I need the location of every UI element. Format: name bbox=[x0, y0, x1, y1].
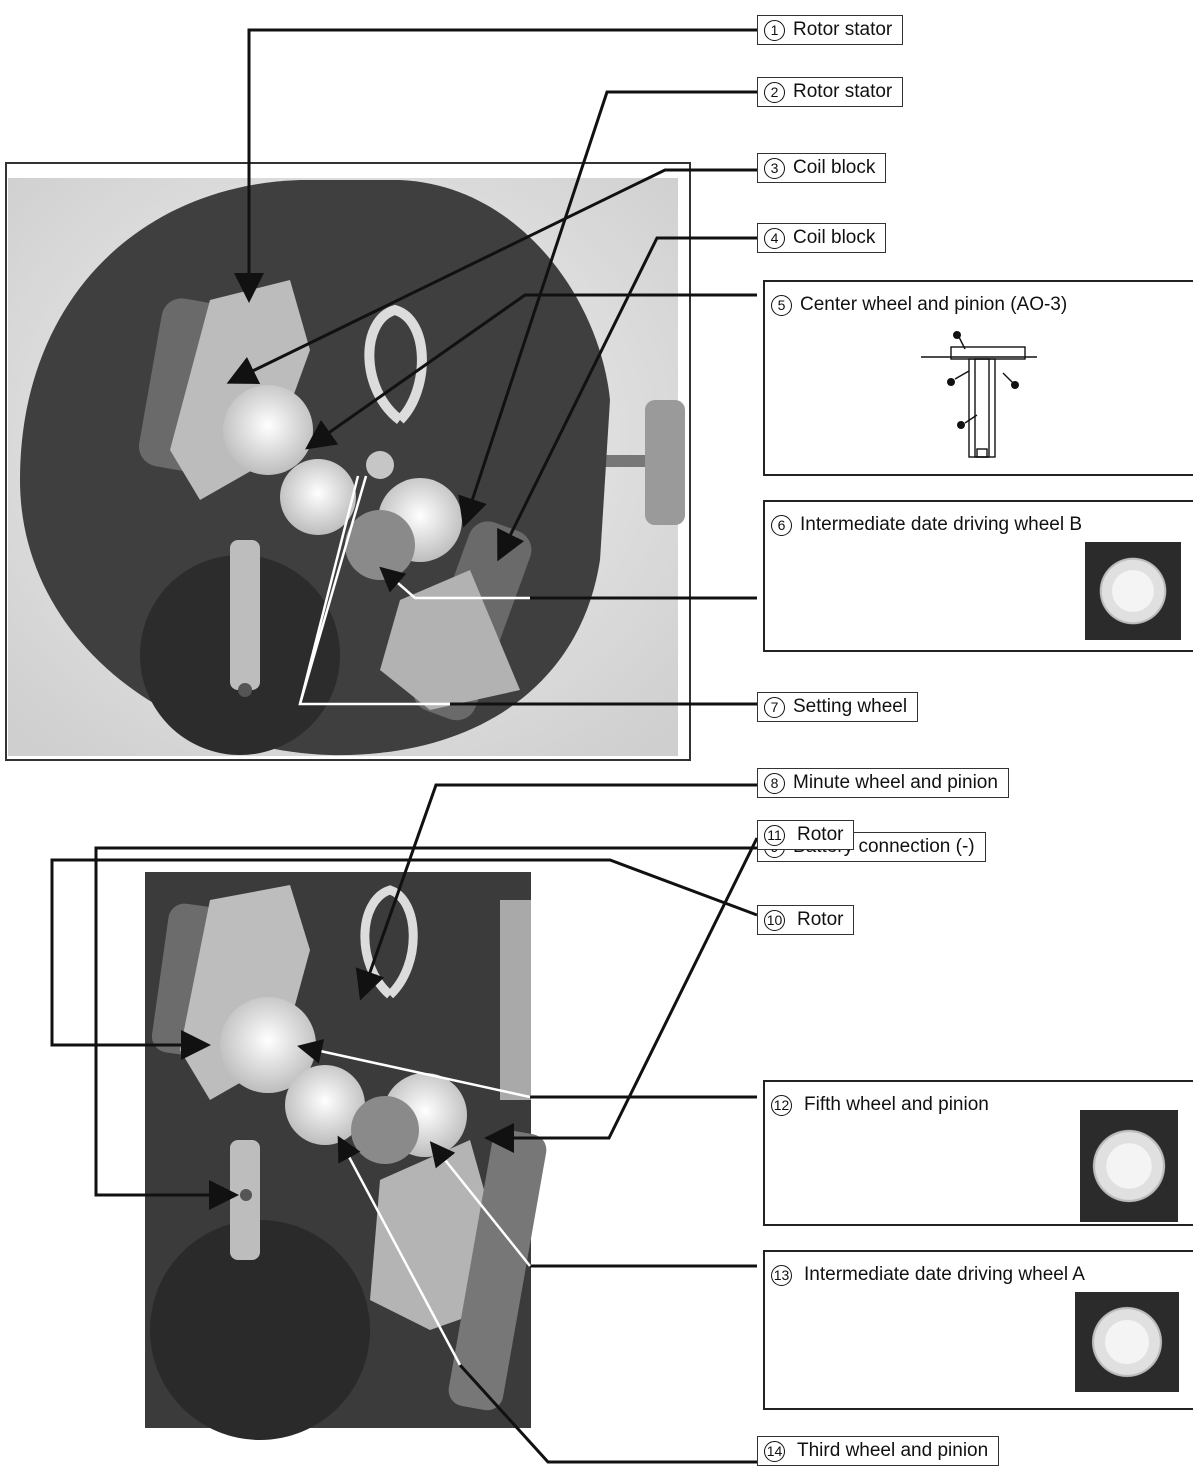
number-circle: 12 bbox=[771, 1094, 792, 1116]
label-text: Coil block bbox=[793, 227, 876, 248]
label-text: Rotor stator bbox=[793, 81, 893, 102]
label-7: 7 Setting wheel bbox=[757, 692, 919, 722]
number-circle: 2 bbox=[764, 81, 785, 103]
label-8: 8 Minute wheel and pinion bbox=[757, 768, 1009, 798]
number-circle: 14 bbox=[764, 1440, 785, 1462]
oil-points-drawing bbox=[921, 331, 1037, 458]
number-circle: 13 bbox=[771, 1264, 792, 1286]
number-circle: 10 bbox=[764, 909, 785, 931]
label-10: 10 Rotor bbox=[757, 905, 855, 935]
panel-12: 12 Fifth wheel and pinion bbox=[763, 1080, 1193, 1226]
number-circle: 8 bbox=[764, 772, 785, 794]
watch-movement-photo-top bbox=[5, 162, 691, 761]
gear-photo bbox=[1085, 542, 1181, 640]
label-text: Rotor bbox=[797, 909, 844, 930]
number-circle: 4 bbox=[764, 227, 785, 249]
label-text: Intermediate date driving wheel A bbox=[804, 1264, 1085, 1285]
panel-6: 6 Intermediate date driving wheel B bbox=[763, 500, 1193, 652]
label-text: Rotor stator bbox=[793, 19, 893, 40]
label-4: 4 Coil block bbox=[757, 223, 887, 253]
number-circle: 11 bbox=[764, 824, 785, 846]
number-circle: 7 bbox=[764, 696, 785, 718]
label-text: Third wheel and pinion bbox=[797, 1440, 989, 1461]
gear-photo bbox=[1075, 1292, 1179, 1392]
label-14: 14 Third wheel and pinion bbox=[757, 1436, 1000, 1466]
panel-title: 5 Center wheel and pinion (AO-3) bbox=[771, 294, 1067, 316]
number-circle: 6 bbox=[771, 514, 792, 536]
number-circle: 5 bbox=[771, 294, 792, 316]
number-circle: 1 bbox=[764, 19, 785, 41]
panel-title: 6 Intermediate date driving wheel B bbox=[771, 514, 1082, 536]
label-text: Center wheel and pinion (AO-3) bbox=[800, 294, 1068, 315]
label-3: 3 Coil block bbox=[757, 153, 887, 183]
label-text: Setting wheel bbox=[793, 696, 908, 717]
gear-photo bbox=[1080, 1110, 1178, 1222]
label-text: Fifth wheel and pinion bbox=[804, 1094, 989, 1115]
label-2: 2 Rotor stator bbox=[757, 77, 904, 107]
label-text: Rotor bbox=[797, 824, 844, 845]
label-text: Minute wheel and pinion bbox=[793, 772, 998, 793]
label-text: Coil block bbox=[793, 157, 876, 178]
panel-title: 13 Intermediate date driving wheel A bbox=[771, 1264, 1085, 1286]
number-circle: 3 bbox=[764, 157, 785, 179]
panel-13: 13 Intermediate date driving wheel A bbox=[763, 1250, 1193, 1410]
label-11: 11 Rotor bbox=[757, 820, 855, 850]
white-leader-lines bbox=[297, 475, 531, 1366]
panel-title: 12 Fifth wheel and pinion bbox=[771, 1094, 989, 1116]
watch-movement-photo-bottom bbox=[145, 872, 547, 1440]
label-text: Intermediate date driving wheel B bbox=[800, 514, 1082, 535]
leader-lines bbox=[50, 28, 759, 1464]
label-1: 1 Rotor stator bbox=[757, 15, 904, 45]
panel-5: 5 Center wheel and pinion (AO-3) bbox=[763, 280, 1193, 476]
